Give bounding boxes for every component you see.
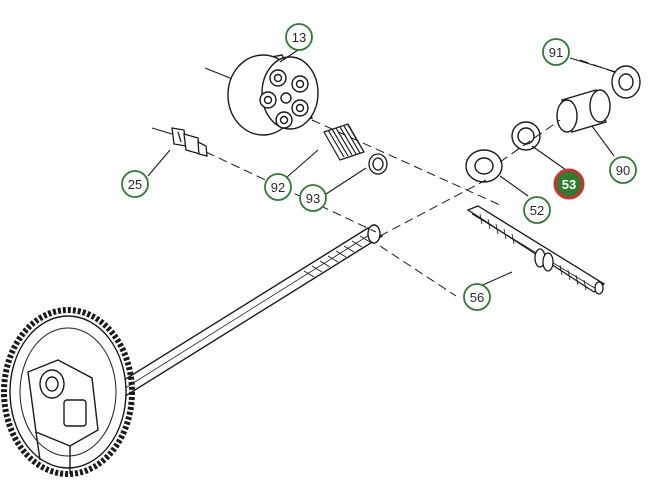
callout-90[interactable]: 90	[609, 156, 637, 184]
callout-53[interactable]: 53	[553, 168, 585, 200]
callout-25-label: 25	[128, 177, 142, 192]
callout-52[interactable]: 52	[523, 196, 551, 224]
callout-13-label: 13	[292, 30, 306, 45]
callout-93[interactable]: 93	[299, 184, 327, 212]
large-gear	[1, 307, 135, 477]
callout-52-circle	[523, 196, 551, 224]
callout-53-circle	[553, 168, 585, 200]
callout-92-circle	[264, 173, 292, 201]
callout-53-label: 53	[562, 177, 576, 192]
callout-91-label: 91	[549, 45, 563, 60]
callout-56[interactable]: 56	[463, 283, 491, 311]
callout-92-label: 92	[271, 180, 285, 195]
end-seal	[611, 65, 641, 99]
thrust-washer	[465, 149, 503, 183]
callout-25-circle	[121, 170, 149, 198]
callout-91-circle	[542, 38, 570, 66]
cylinder-block	[204, 54, 319, 136]
callout-93-label: 93	[306, 191, 320, 206]
callout-92[interactable]: 92	[264, 173, 292, 201]
callout-90-circle	[609, 156, 637, 184]
splined-shaft	[466, 205, 606, 295]
check-valve	[151, 127, 208, 157]
callout-13[interactable]: 13	[285, 23, 313, 51]
callout-93-circle	[299, 184, 327, 212]
bushing	[556, 89, 611, 133]
callout-91[interactable]: 91	[542, 38, 570, 66]
axle-shaft	[74, 224, 384, 419]
retaining-ring	[368, 153, 388, 175]
callout-13-circle	[285, 23, 313, 51]
callout-56-label: 56	[470, 290, 484, 305]
callout-90-label: 90	[616, 163, 630, 178]
callout-25[interactable]: 25	[121, 170, 149, 198]
assembly-centerlines	[205, 59, 621, 297]
spring	[323, 123, 365, 161]
callout-52-label: 52	[530, 203, 544, 218]
seal	[511, 121, 541, 151]
callout-56-circle	[463, 283, 491, 311]
